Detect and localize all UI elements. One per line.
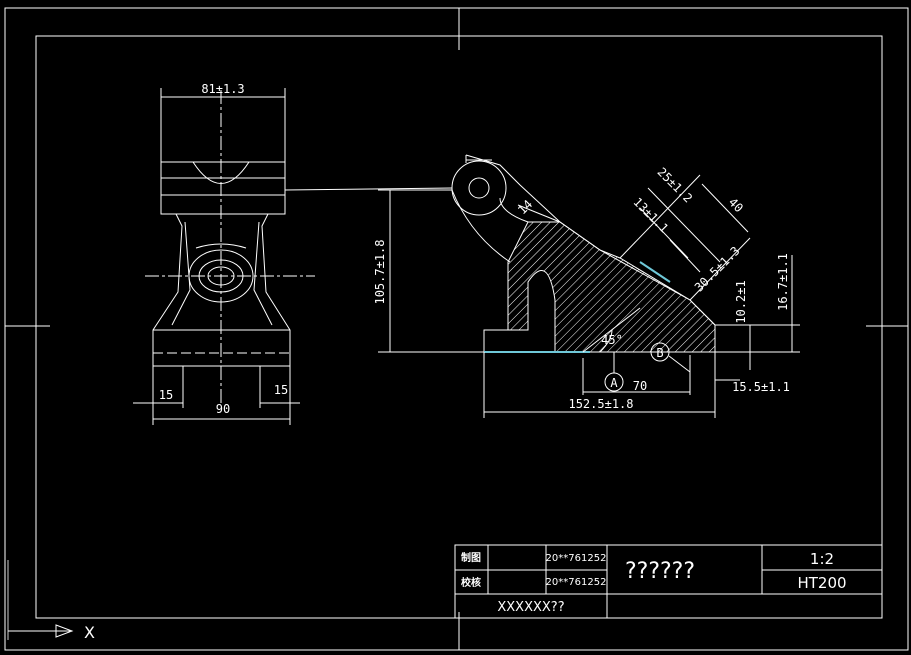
dim-foot-left: 15 [159, 388, 173, 402]
dim-len-70: 70 [633, 379, 647, 393]
dim-line-30 [669, 239, 701, 273]
title-block-frame [454, 544, 883, 619]
front-view-inner-edges [171, 221, 273, 326]
front-view-bore-inner [207, 266, 235, 286]
dim-rib-25: 25±1.2 [655, 165, 696, 206]
side-view-boss-circle [451, 160, 507, 216]
part-name: ?????? [625, 559, 695, 584]
drawn-by-id: 20**761252 [546, 553, 607, 564]
scale-value: 1:2 [810, 550, 834, 568]
drawing-sheet [4, 7, 909, 651]
dim-base-width: 90 [216, 402, 230, 416]
dim-thickness: 14 [515, 197, 535, 217]
dim-height: 105.7±1.8 [373, 239, 387, 304]
front-view-bore-outer [188, 249, 254, 303]
sheet-outer-frame [4, 7, 909, 651]
dim-line-25 [647, 187, 721, 263]
front-view-boss-bore [192, 161, 250, 184]
dim-h-16: 16.7±1.1 [776, 253, 790, 311]
dim-line-thickness [517, 204, 561, 223]
school-name: XXXXXX?? [497, 600, 564, 615]
drawn-by-label: 制图 [461, 551, 481, 564]
drawing-border [35, 35, 883, 619]
side-view-boss-bore [468, 177, 490, 199]
datum-b-circle [650, 342, 670, 362]
datum-a-label: A [610, 376, 618, 390]
dim-extension-line [689, 237, 751, 301]
checked-by-id: 20**761252 [546, 577, 607, 588]
dim-total-length: 152.5±1.8 [568, 397, 633, 411]
ucs-x-label: X [84, 623, 95, 642]
side-view [378, 154, 800, 418]
dim-line-40 [701, 183, 749, 233]
front-view-dimension-text: 81±1.3 15 15 90 [159, 82, 288, 416]
side-view-outline [451, 189, 560, 352]
front-view-bore-arc [195, 243, 247, 249]
dim-angle: 45° [601, 333, 623, 347]
dim-rib-13: 13±1.1 [631, 195, 672, 236]
angle-arc [599, 329, 613, 353]
front-view-top-boss [160, 161, 286, 215]
front-view-bore-middle [198, 259, 244, 293]
title-block-text: 制图 校核 20**761252 20**761252 ?????? 1:2 H… [461, 550, 847, 615]
side-view-top-outline [465, 154, 716, 353]
dim-len-15: 15.5±1.1 [732, 380, 790, 394]
dim-line-13 [639, 207, 689, 259]
datum-b-leader [668, 355, 691, 373]
side-view-rib-surface [639, 261, 671, 283]
dim-extension-line [619, 174, 701, 259]
front-view [133, 88, 315, 425]
ucs-x-arrow [55, 624, 74, 638]
checked-by-label: 校核 [461, 576, 481, 589]
material-value: HT200 [797, 574, 846, 592]
title-block [454, 544, 883, 619]
dim-h-10: 10.2±1 [734, 280, 748, 323]
dim-width-top: 81±1.3 [201, 82, 244, 96]
projection-line [284, 187, 453, 191]
ucs-icon [7, 560, 74, 640]
side-view-section-hatch [507, 221, 716, 353]
datum-b-label: B [656, 346, 663, 360]
front-view-body-outline [152, 213, 291, 367]
dim-foot-right: 15 [274, 383, 288, 397]
